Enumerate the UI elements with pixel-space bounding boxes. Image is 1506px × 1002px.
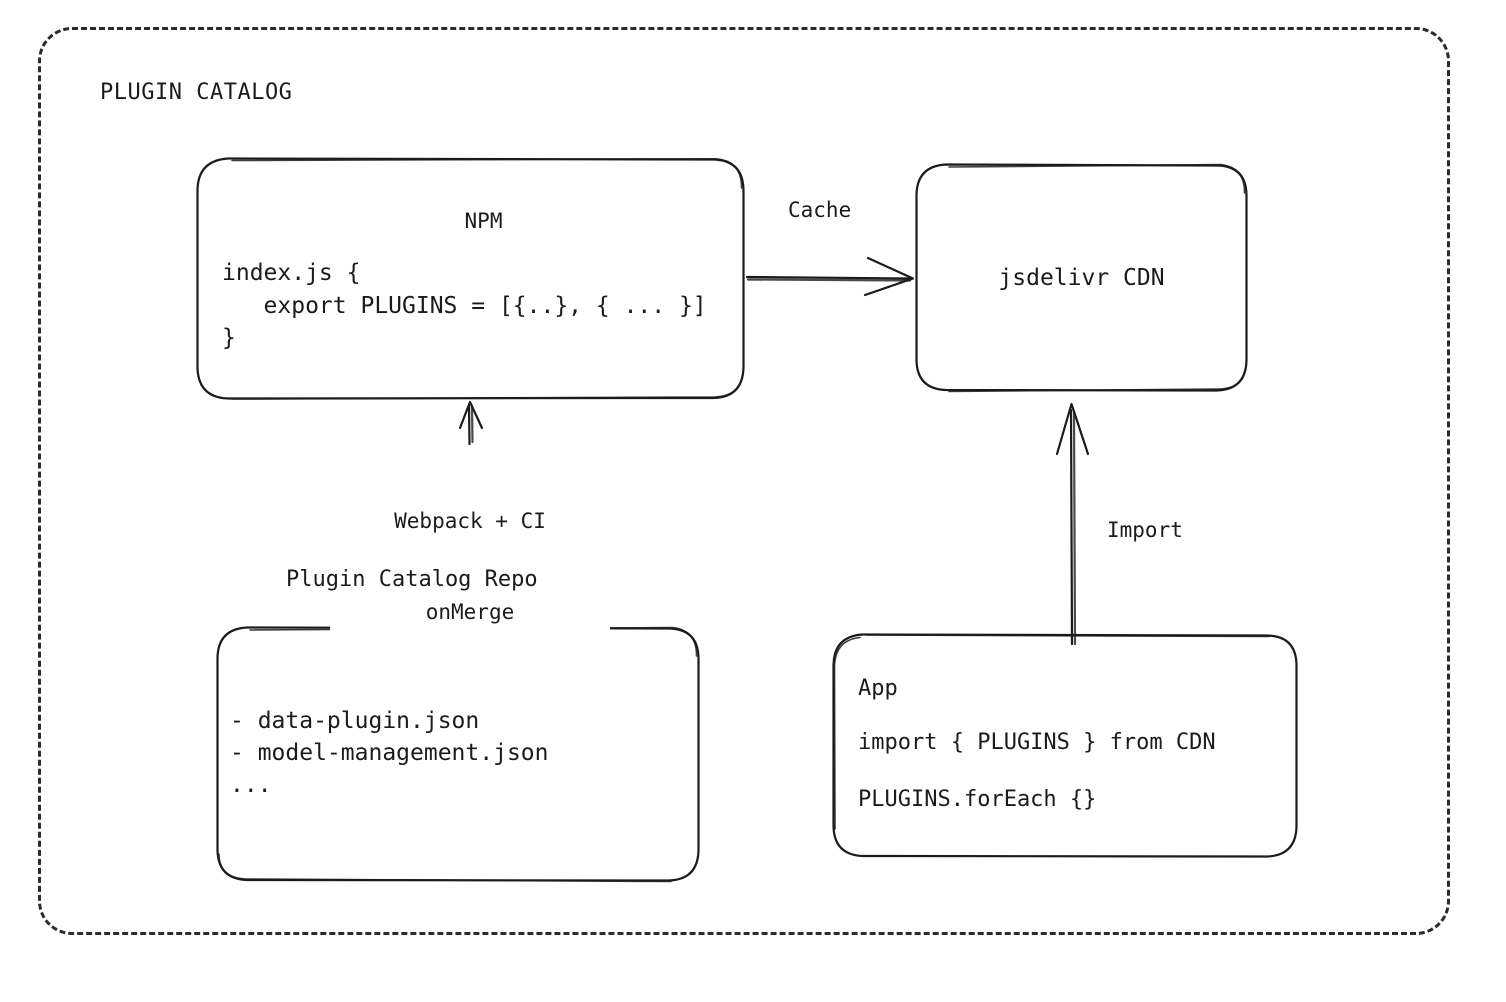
app-code-line-1: import { PLUGINS } from CDN <box>858 729 1216 755</box>
node-plugin-catalog-repo[interactable]: - data-plugin.json - model-management.js… <box>216 626 700 883</box>
plugin-catalog-frame <box>38 27 1450 935</box>
cdn-box-outline <box>915 163 1248 393</box>
repo-caption: Plugin Catalog Repo <box>286 567 538 592</box>
node-npm[interactable]: NPM index.js { export PLUGINS = [{..}, {… <box>196 157 745 400</box>
app-box-outline <box>832 633 1298 858</box>
cdn-label: jsdelivr CDN <box>998 264 1165 291</box>
edge-label-import: Import <box>1107 518 1183 542</box>
npm-code-line-2: export PLUGINS = [{..}, { ... }] <box>222 292 707 319</box>
app-code-line-2: PLUGINS.forEach {} <box>858 787 1097 812</box>
repo-box-outline <box>216 626 700 883</box>
node-jsdelivr-cdn[interactable]: jsdelivr CDN <box>915 163 1248 393</box>
repo-line-1: - data-plugin.json <box>230 708 480 735</box>
app-title: App <box>858 675 898 701</box>
edge-label-cache: Cache <box>788 198 852 222</box>
edge-label-webpack-line1: Webpack + CI <box>394 508 546 533</box>
npm-box-outline <box>196 157 745 400</box>
repo-line-2: - model-management.json <box>230 740 549 767</box>
npm-title: NPM <box>464 209 503 233</box>
npm-code-line-3: } <box>222 325 236 352</box>
cdn-content: jsdelivr CDN <box>915 163 1248 392</box>
frame-title: PLUGIN CATALOG <box>100 80 293 105</box>
edge-label-webpack-line2: onMerge <box>425 600 515 625</box>
app-content: App import { PLUGINS } from CDN PLUGINS.… <box>832 633 1298 858</box>
node-app[interactable]: App import { PLUGINS } from CDN PLUGINS.… <box>832 633 1298 858</box>
repo-content: - data-plugin.json - model-management.js… <box>216 626 700 882</box>
repo-line-3: ... <box>230 771 272 798</box>
edge-label-webpack-ci: Webpack + CI onMerge <box>330 445 610 689</box>
npm-content: NPM index.js { export PLUGINS = [{..}, {… <box>196 157 745 400</box>
npm-code-line-1: index.js { <box>222 260 361 286</box>
